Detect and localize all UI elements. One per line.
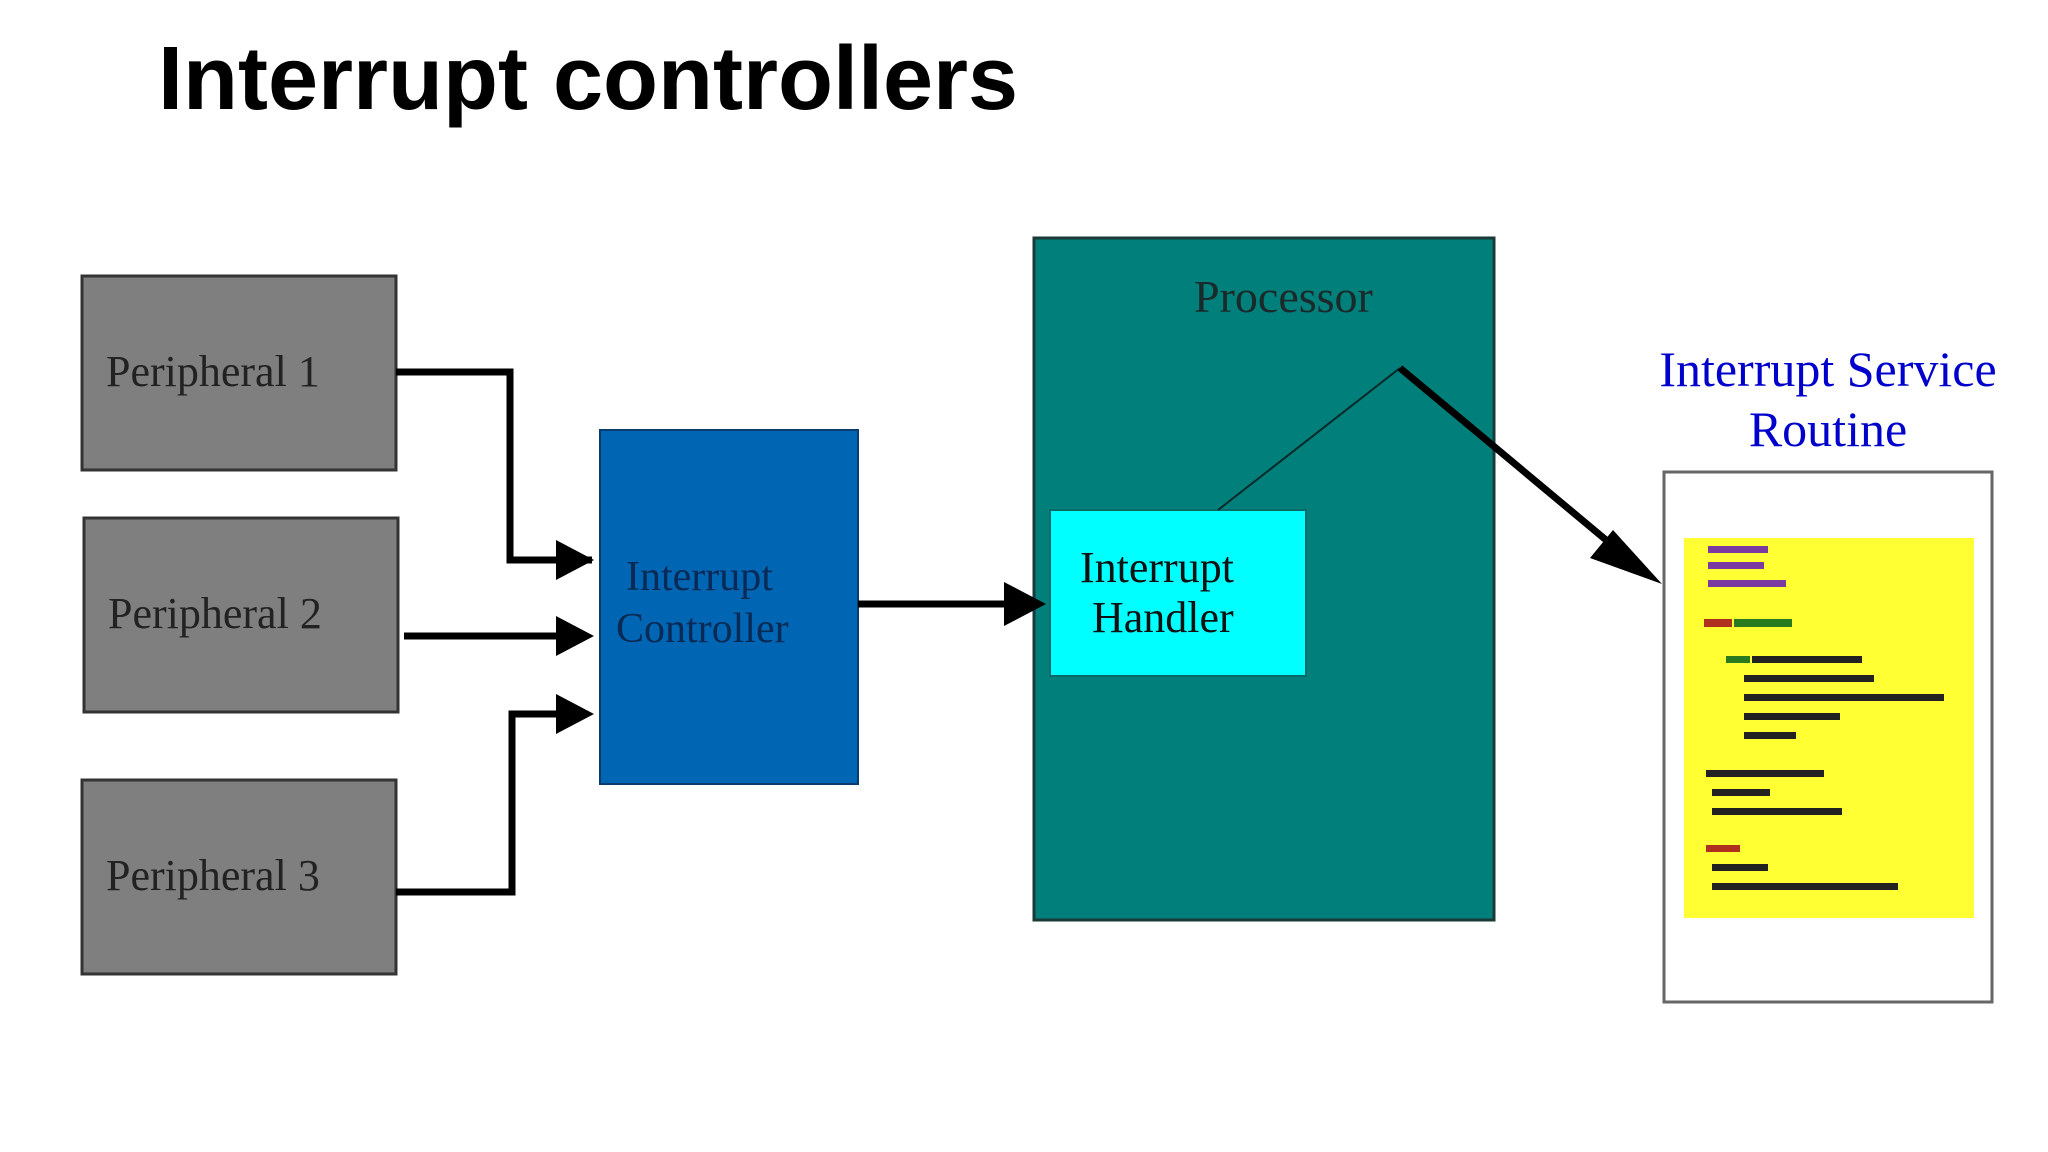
isr-code-page: [1662, 470, 1994, 1004]
isr-title-line1: Interrupt Service: [1659, 341, 1996, 397]
processor-label: Processor: [1194, 271, 1373, 322]
peripheral-3: Peripheral 3: [80, 778, 398, 976]
arrow-peripheral-3-to-controller: [396, 710, 560, 896]
isr-title-line2: Routine: [1749, 401, 1907, 457]
arrowhead-4: [1004, 582, 1046, 626]
handler-label-line1: Interrupt: [1080, 543, 1234, 592]
handler-link-line: [1217, 367, 1401, 511]
interrupt-handler: Interrupt Handler: [1049, 509, 1307, 677]
interrupt-controller: Interrupt Controller: [599, 429, 859, 785]
peripheral-3-label: Peripheral 3: [106, 851, 320, 900]
peripheral-1-label: Peripheral 1: [106, 347, 320, 396]
controller-label-line2: Controller: [616, 606, 789, 652]
arrow-processor-to-isr: [1397, 365, 1633, 563]
peripheral-2: Peripheral 2: [82, 516, 400, 714]
handler-label-line2: Handler: [1092, 593, 1234, 642]
peripheral-2-label: Peripheral 2: [108, 589, 322, 638]
arrowhead-2: [556, 616, 594, 656]
page-title: Interrupt controllers: [158, 29, 1019, 129]
arrowhead-3: [556, 694, 594, 734]
arrow-peripheral-1-to-controller: [396, 368, 592, 564]
controller-label-line1: Interrupt: [626, 554, 773, 600]
isr-code-block: [1684, 538, 1974, 918]
arrowhead-1: [556, 540, 594, 580]
isr-code-scribbles: [1704, 546, 1944, 890]
arrowhead-5: [1590, 530, 1662, 584]
peripheral-1: Peripheral 1: [80, 274, 398, 472]
